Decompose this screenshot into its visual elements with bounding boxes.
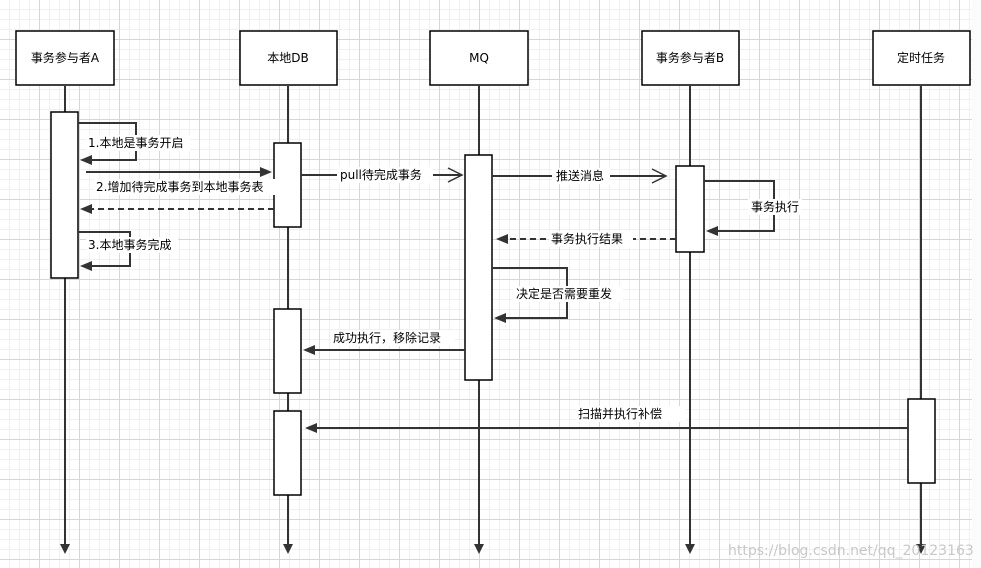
message-3-label: 3.本地事务完成 [88, 237, 171, 252]
activation-participant-b [675, 165, 705, 253]
lifeline-end-arrow [916, 544, 926, 554]
right-margin-band [972, 0, 981, 568]
message-8-label-bg [513, 286, 623, 302]
participant-timer-task-label: 定时任务 [897, 50, 945, 65]
message-5-label: 推送消息 [556, 168, 604, 183]
lifeline-end-arrow [60, 544, 70, 554]
participant-b[interactable]: 事务参与者B [641, 30, 740, 86]
message-6-label: 事务执行 [751, 199, 799, 214]
message-2-return-arrowhead [80, 204, 92, 214]
participant-mq-label: MQ [469, 51, 489, 65]
message-4-arrowhead [447, 167, 464, 183]
message-10-label: 扫描并执行补偿 [578, 406, 662, 421]
message-9-label: 成功执行，移除记录 [333, 330, 441, 345]
activation-local-db-2 [273, 308, 302, 394]
lifeline-end-arrow [685, 544, 695, 554]
message-3-arrowhead [80, 261, 92, 271]
lifeline-end-arrow [474, 544, 484, 554]
message-6-label-bg [748, 199, 802, 215]
message-9-label-bg [331, 330, 455, 346]
message-9-arrowhead [303, 345, 315, 355]
message-7-label: 事务执行结果 [551, 231, 623, 246]
message-2-arrowhead [260, 167, 272, 177]
message-5-arrowhead [651, 168, 668, 184]
message-10-arrowhead [305, 423, 317, 433]
message-8-arrowhead [494, 313, 506, 323]
participant-b-label: 事务参与者B [656, 50, 724, 65]
message-7-arrowhead [496, 234, 508, 244]
message-1-label: 1.本地是事务开启 [88, 135, 183, 150]
message-1-label-bg [86, 135, 190, 151]
activation-local-db-3 [273, 410, 302, 496]
activation-timer-task [907, 398, 936, 484]
message-4-label-bg [337, 167, 433, 183]
message-6-arrowhead [706, 226, 718, 236]
message-2-label: 2.增加待完成事务到本地事务表 [96, 179, 263, 194]
lifeline-end-arrow [283, 544, 293, 554]
message-8-label: 决定是否需要重发 [516, 286, 612, 301]
message-2-label-bg [94, 179, 280, 195]
message-7-label-bg [549, 231, 633, 247]
message-5-label-bg [552, 168, 610, 184]
participant-timer-task[interactable]: 定时任务 [872, 30, 971, 86]
participant-mq[interactable]: MQ [429, 30, 529, 86]
message-4-label: pull待完成事务 [340, 167, 422, 182]
participant-local-db[interactable]: 本地DB [239, 30, 338, 86]
message-10-label-bg [576, 406, 686, 422]
watermark-text: https://blog.csdn.net/qq_20123163 [728, 543, 974, 559]
participant-a-label: 事务参与者A [31, 50, 100, 65]
activation-mq [464, 154, 493, 381]
participant-a[interactable]: 事务参与者A [15, 30, 115, 86]
message-3-label-bg [86, 237, 178, 253]
message-1-arrowhead [80, 155, 92, 165]
activation-participant-a [50, 111, 79, 279]
participant-local-db-label: 本地DB [267, 51, 308, 65]
